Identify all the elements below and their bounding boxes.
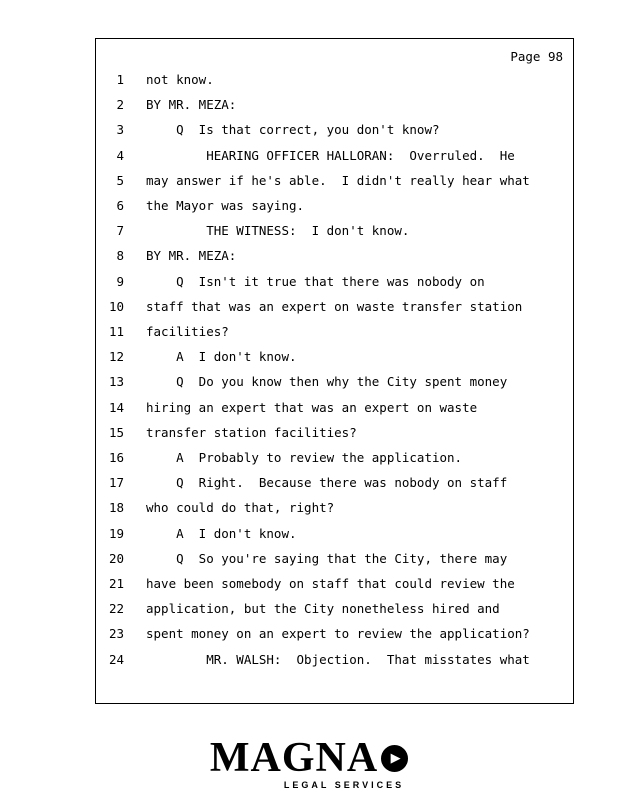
line-text: BY MR. MEZA:: [146, 248, 237, 264]
line-text: application, but the City nonetheless hi…: [146, 601, 500, 617]
line-text: BY MR. MEZA:: [146, 97, 237, 113]
line-number: 8: [116, 248, 124, 264]
line-text: spent money on an expert to review the a…: [146, 626, 530, 642]
line-number: 14: [108, 399, 124, 415]
line-text: have been somebody on staff that could r…: [146, 576, 515, 592]
line-number: 11: [108, 324, 124, 340]
line-text: who could do that, right?: [146, 500, 335, 516]
line-text: MR. WALSH: Objection. That misstates wha…: [146, 651, 530, 667]
line-number: 18: [108, 500, 124, 516]
line-number: 2: [116, 97, 124, 113]
line-number: 17: [108, 475, 124, 491]
line-text: not know.: [146, 72, 214, 87]
transcript-lines: 1 not know. 2 BY MR. MEZA: 3 Q Is that corre…: [104, 67, 565, 672]
transcript-line: 3 Q Is that correct, you don't know?: [104, 117, 565, 142]
transcript-line: 5 may answer if he's able. I didn't reall…: [104, 168, 565, 193]
transcript-line: 16 A Probably to review the application.: [104, 445, 565, 470]
magna-wordmark: MAGNA: [209, 735, 379, 781]
line-number: 24: [108, 651, 124, 667]
transcript-line: 13 Q Do you know then why the City spent…: [104, 369, 565, 394]
transcript-line: 17 Q Right. Because there was nobody on …: [104, 470, 565, 495]
line-number: 6: [116, 198, 124, 214]
line-text: staff that was an expert on waste transf…: [146, 298, 523, 314]
transcript-line: 8 BY MR. MEZA:: [104, 243, 565, 268]
transcript-line: 14 hiring an expert that was an expert on…: [104, 395, 565, 420]
line-number: 7: [116, 223, 124, 239]
transcript-line: 6 the Mayor was saying.: [104, 193, 565, 218]
arrow-glyph: ▶: [390, 750, 401, 766]
transcript-line: 21 have been somebody on staff that could…: [104, 571, 565, 596]
line-number: 20: [108, 550, 124, 566]
transcript-line: 11 facilities?: [104, 319, 565, 344]
line-number: 4: [116, 147, 124, 163]
line-number: 1: [116, 72, 124, 87]
transcript-line: 2 BY MR. MEZA:: [104, 92, 565, 117]
line-text: Q So you're saying that the City, there …: [146, 550, 508, 566]
line-text: Q Do you know then why the City spent mo…: [146, 374, 508, 390]
transcript-line: 19 A I don't know.: [104, 521, 565, 546]
line-text: transfer station facilities?: [146, 424, 357, 440]
line-text: may answer if he's able. I didn't really…: [146, 172, 530, 188]
play-arrow-icon: ▶: [381, 744, 409, 772]
transcript-line: 12 A I don't know.: [104, 344, 565, 369]
line-number: 21: [108, 576, 124, 592]
transcript-line: 18 who could do that, right?: [104, 495, 565, 520]
line-number: 10: [108, 298, 124, 314]
line-text: HEARING OFFICER HALLORAN: Overruled. He: [146, 147, 515, 163]
transcript-page: Page 98 1 not know. 2 BY MR. MEZA: 3 Q Is th…: [95, 38, 574, 704]
transcript-line: 15 transfer station facilities?: [104, 420, 565, 445]
line-number: 22: [108, 601, 124, 617]
line-text: A Probably to review the application.: [146, 450, 463, 466]
line-text: A I don't know.: [146, 349, 297, 365]
transcript-line: 7 THE WITNESS: I don't know.: [104, 218, 565, 243]
line-number: 19: [108, 525, 124, 541]
line-text: Q Isn't it true that there was nobody on: [146, 273, 485, 289]
transcript-line: 1 not know.: [104, 67, 565, 92]
line-text: Q Right. Because there was nobody on sta…: [146, 475, 508, 491]
line-text: facilities?: [146, 324, 229, 340]
line-number: 15: [108, 424, 124, 440]
magna-logo-row: MAGNA ▶: [209, 735, 409, 781]
transcript-line: 9 Q Isn't it true that there was nobody …: [104, 269, 565, 294]
transcript-line: 22 application, but the City nonetheless …: [104, 596, 565, 621]
line-number: 16: [108, 450, 124, 466]
line-text: hiring an expert that was an expert on w…: [146, 399, 478, 415]
page-number-label: Page 98: [510, 49, 563, 64]
line-number: 12: [108, 349, 124, 365]
transcript-line: 20 Q So you're saying that the City, the…: [104, 546, 565, 571]
line-number: 5: [116, 172, 124, 188]
transcript-line: 4 HEARING OFFICER HALLORAN: Overruled. H…: [104, 143, 565, 168]
transcript-line: 24 MR. WALSH: Objection. That misstates …: [104, 647, 565, 672]
line-text: A I don't know.: [146, 525, 297, 541]
transcript-line: 23 spent money on an expert to review the…: [104, 621, 565, 646]
line-number: 13: [108, 374, 124, 390]
line-number: 23: [108, 626, 124, 642]
magna-logo: MAGNA ▶ LEGAL SERVICES: [0, 735, 618, 790]
magna-tagline: LEGAL SERVICES: [283, 780, 405, 790]
line-number: 3: [116, 122, 124, 138]
line-text: THE WITNESS: I don't know.: [146, 223, 410, 239]
transcript-line: 10 staff that was an expert on waste tran…: [104, 294, 565, 319]
line-text: Q Is that correct, you don't know?: [146, 122, 440, 138]
line-number: 9: [116, 273, 124, 289]
line-text: the Mayor was saying.: [146, 198, 305, 214]
